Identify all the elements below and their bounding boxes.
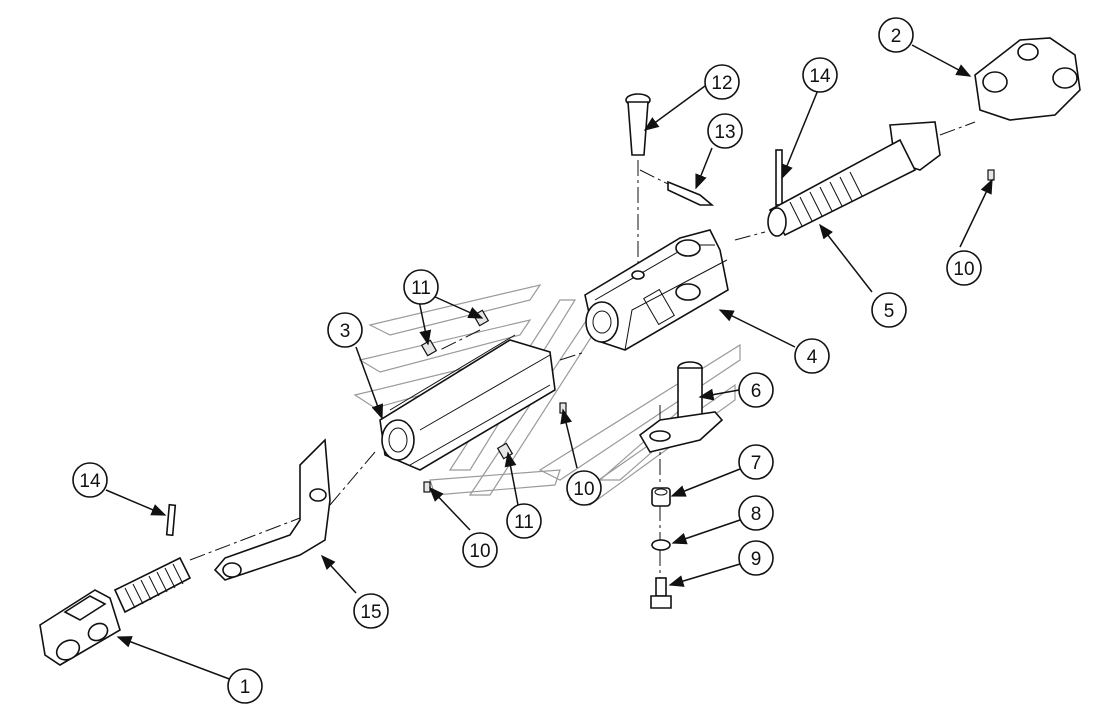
callout-11-top: 11 [403,269,439,305]
svg-text:11: 11 [411,278,431,299]
svg-text:12: 12 [711,73,732,94]
svg-text:2: 2 [891,26,902,47]
svg-text:10: 10 [469,541,490,562]
svg-text:14: 14 [809,66,831,87]
callout-10-right: 10 [946,250,982,286]
svg-text:11: 11 [514,512,534,533]
svg-text:7: 7 [751,453,762,474]
part-1-threaded-clevis [39,556,192,666]
callout-9: 9 [738,540,774,576]
part-15-bracket [213,438,331,581]
svg-text:5: 5 [884,301,895,322]
callout-10-center: 10 [566,470,602,506]
part-14-roll-pin-left [165,503,177,537]
svg-text:4: 4 [807,347,818,368]
part-2-rod-end-yoke [974,37,1081,121]
callout-7: 7 [738,444,774,480]
part-12-clevis-pin [625,93,651,156]
callout-5: 5 [871,292,907,328]
svg-text:9: 9 [751,549,762,570]
callout-6: 6 [738,372,774,408]
part-8-washer [651,539,671,551]
callout-14-right: 14 [802,57,838,93]
callout-1: 1 [227,668,263,704]
callout-15: 15 [353,593,389,629]
callouts: 1 2 3 4 5 6 7 8 9 10 10 10 11 11 12 13 1… [72,17,982,704]
svg-text:6: 6 [751,381,762,402]
part-13-cotter-pin [667,180,715,206]
part-3-hex-tube [379,334,556,471]
svg-text:13: 13 [714,122,735,143]
thread-lines [789,171,863,227]
part-6-tab-pin [638,361,724,453]
part-5-threaded-bolt [767,121,941,237]
svg-text:10: 10 [573,479,594,500]
callout-14-left: 14 [72,462,108,498]
centerlines [189,121,976,578]
part-7-nut [651,487,671,507]
svg-text:10: 10 [953,259,974,280]
svg-text:1: 1 [240,677,251,698]
thread-lines [124,563,184,609]
callout-8: 8 [738,495,774,531]
part-10-grease-fittings [423,169,995,493]
part-14-roll-pin-right [775,149,783,206]
svg-text:15: 15 [360,602,381,623]
callout-13: 13 [707,113,743,149]
svg-text:14: 14 [79,471,101,492]
callout-11-bottom: 11 [506,503,542,539]
callout-4: 4 [794,338,830,374]
svg-text:8: 8 [751,504,762,525]
callout-2: 2 [878,17,914,53]
part-9-bolt [650,577,672,609]
callout-10-left: 10 [462,532,498,568]
callout-12: 12 [704,64,740,100]
part-4-clevis-block [584,229,729,351]
svg-text:3: 3 [340,321,351,342]
callout-3: 3 [327,312,363,348]
